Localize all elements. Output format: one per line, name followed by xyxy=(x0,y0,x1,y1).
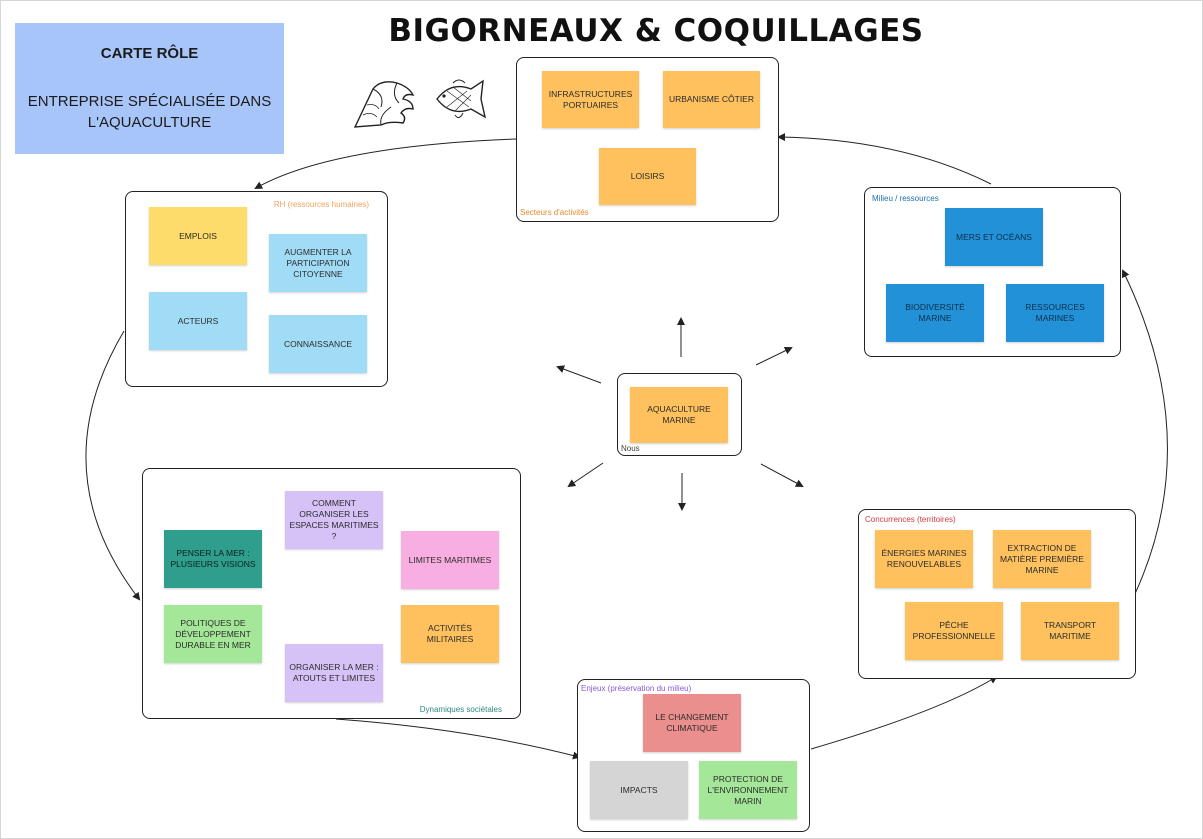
arrow-center-upleft xyxy=(556,365,602,384)
arrow-concurrences-to-milieu xyxy=(1122,269,1168,597)
group-rh: RH (ressources humaines) EMPLOIS AUGMENT… xyxy=(125,191,388,387)
role-card: CARTE RÔLE ENTREPRISE SPÉCIALISÉE DANS L… xyxy=(15,23,284,154)
arrow-center-downright xyxy=(760,463,804,487)
arrow-secteurs-to-rh xyxy=(254,138,517,189)
fish-icon xyxy=(436,79,487,119)
note-impacts[interactable]: IMPACTS xyxy=(590,761,688,819)
group-secteurs-activites: INFRASTRUCTURES PORTUAIRES URBANISME CÔT… xyxy=(516,57,779,222)
note-changement-climatique[interactable]: LE CHANGEMENT CLIMATIQUE xyxy=(643,694,741,752)
note-peche-professionnelle[interactable]: PÊCHE PROFESSIONNELLE xyxy=(905,602,1003,660)
arrow-enjeux-to-concurrences xyxy=(810,675,998,750)
group-label-concurrences: Concurrences (territoires) xyxy=(865,515,956,524)
arrow-milieu-to-secteurs xyxy=(777,133,992,185)
note-comment-organiser[interactable]: COMMENT ORGANISER LES ESPACES MARITIMES … xyxy=(285,491,383,549)
note-infrastructures-portuaires[interactable]: INFRASTRUCTURES PORTUAIRES xyxy=(542,71,639,128)
arrow-center-upright xyxy=(755,347,793,366)
group-dynamiques-societales: COMMENT ORGANISER LES ESPACES MARITIMES … xyxy=(142,468,521,719)
note-ressources-marines[interactable]: RESSOURCES MARINES xyxy=(1006,284,1104,342)
note-acteurs[interactable]: ACTEURS xyxy=(149,292,247,350)
note-politiques-developpement[interactable]: POLITIQUES DE DÉVELOPPEMENT DURABLE EN M… xyxy=(164,605,262,663)
note-limites-maritimes[interactable]: LIMITES MARITIMES xyxy=(401,531,499,589)
group-milieu-ressources: Milieu / ressources MERS ET OCÉANS BIODI… xyxy=(864,187,1121,357)
group-label-rh: RH (ressources humaines) xyxy=(273,200,369,209)
note-loisirs[interactable]: LOISIRS xyxy=(599,148,696,205)
note-extraction-matiere[interactable]: EXTRACTION DE MATIÈRE PREMIÈRE MARINE xyxy=(993,530,1091,588)
group-nous: AQUACULTURE MARINE Nous xyxy=(617,373,742,456)
note-emplois[interactable]: EMPLOIS xyxy=(149,207,247,265)
note-energies-marines[interactable]: ÉNERGIES MARINES RENOUVELABLES xyxy=(875,530,973,588)
group-label-enjeux: Enjeux (préservation du milieu) xyxy=(581,684,692,693)
arrow-center-downleft xyxy=(567,462,604,488)
board-title: BIGORNEAUX & COQUILLAGES xyxy=(388,13,924,49)
group-label-dynamiques: Dynamiques sociétales xyxy=(419,705,502,714)
arrow-dynamiques-to-enjeux xyxy=(335,718,581,760)
note-aquaculture-marine[interactable]: AQUACULTURE MARINE xyxy=(630,387,728,443)
note-mers-et-oceans[interactable]: MERS ET OCÉANS xyxy=(945,208,1043,266)
note-protection-environnement[interactable]: PROTECTION DE L'ENVIRONNEMENT MARIN xyxy=(699,761,797,819)
note-organiser-la-mer[interactable]: ORGANISER LA MER : ATOUTS ET LIMITES xyxy=(285,644,383,702)
note-connaissance[interactable]: CONNAISSANCE xyxy=(269,315,367,373)
arrow-rh-to-dynamiques xyxy=(85,330,141,601)
note-urbanisme-cotier[interactable]: URBANISME CÔTIER xyxy=(663,71,760,128)
group-enjeux: Enjeux (préservation du milieu) LE CHANG… xyxy=(577,679,810,832)
note-biodiversite-marine[interactable]: BIODIVERSITÉ MARINE xyxy=(886,284,984,342)
group-label-nous: Nous xyxy=(621,444,640,453)
group-label-milieu: Milieu / ressources xyxy=(872,194,939,203)
group-label-secteurs: Secteurs d'activités xyxy=(520,208,589,217)
role-card-title: CARTE RÔLE xyxy=(100,45,199,62)
note-penser-la-mer[interactable]: PENSER LA MER : PLUSIEURS VISIONS xyxy=(164,530,262,588)
note-augmenter-participation[interactable]: AUGMENTER LA PARTICIPATION CITOYENNE xyxy=(269,234,367,292)
note-transport-maritime[interactable]: TRANSPORT MARITIME xyxy=(1021,602,1119,660)
role-card-description: ENTREPRISE SPÉCIALISÉE DANS L'AQUACULTUR… xyxy=(27,93,272,131)
note-activites-militaires[interactable]: ACTIVITÉS MILITAIRES xyxy=(401,605,499,663)
shell-icon xyxy=(353,81,415,128)
group-concurrences: Concurrences (territoires) ÉNERGIES MARI… xyxy=(858,509,1136,679)
